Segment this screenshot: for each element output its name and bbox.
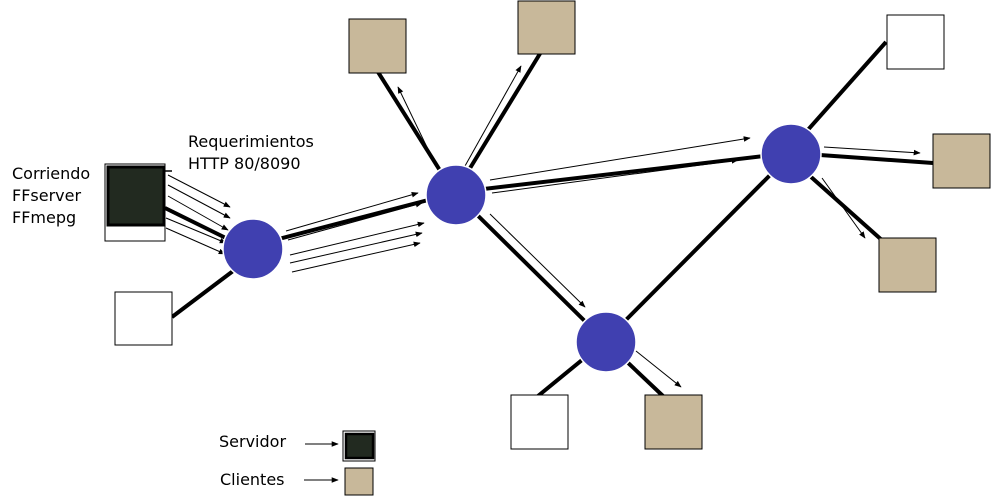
client-lower-right: [878, 237, 937, 293]
link-r3-r4: [604, 153, 792, 342]
link-r2-r4: [458, 196, 606, 342]
router-1: [222, 218, 284, 280]
legend-clients-label: Clientes: [220, 470, 285, 489]
client-top: [517, 0, 576, 55]
request-label-line2: HTTP 80/8090: [188, 154, 301, 173]
links: [164, 40, 934, 398]
link-r2-top-client: [462, 50, 543, 180]
link-r1-r2: [251, 191, 456, 248]
flow-arrows: [165, 65, 921, 388]
client-bottom: [644, 394, 703, 450]
legend-clients-swatch: [344, 467, 374, 496]
server-node: [104, 163, 172, 242]
router-2: [425, 164, 487, 226]
client-bottom-idle: [510, 394, 569, 450]
client-top-left: [348, 18, 407, 74]
server-label-line1: Corriendo: [12, 164, 90, 183]
server-label-line2: FFserver: [12, 186, 81, 205]
request-label-line1: Requerimientos: [188, 132, 314, 151]
routers: [222, 123, 822, 373]
router-4: [575, 311, 637, 373]
client-top-right-idle: [886, 14, 945, 70]
client-right: [932, 133, 991, 189]
client-left-idle: [114, 291, 173, 346]
router-3: [760, 123, 822, 185]
legend: Servidor Clientes: [219, 430, 376, 496]
server-label-line3: FFmepg: [12, 208, 76, 227]
legend-server-label: Servidor: [219, 432, 286, 451]
link-r2-top-left-client: [376, 70, 448, 182]
clients: [114, 0, 991, 450]
